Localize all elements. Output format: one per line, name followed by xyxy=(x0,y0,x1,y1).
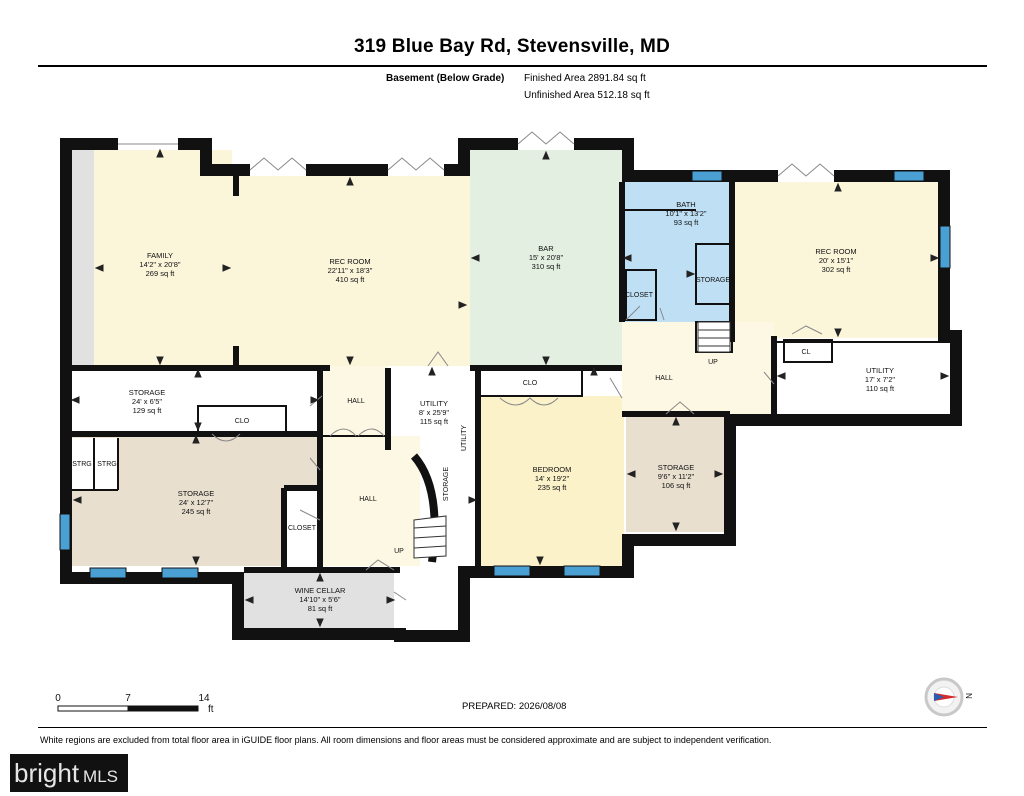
small-labels: CLOSET STORAGE CL UP HALL HALL CLO CLO S… xyxy=(72,277,810,555)
room-dims: 10'1" x 13'2" xyxy=(665,209,706,218)
clo-bedroom-fill xyxy=(478,368,582,396)
room-name: FAMILY xyxy=(147,251,173,260)
room-area: 129 sq ft xyxy=(133,406,163,415)
cl-label: CL xyxy=(802,349,811,356)
hall-1-fill xyxy=(320,366,388,436)
room-name: BEDROOM xyxy=(533,465,572,474)
room-area: 302 sq ft xyxy=(822,265,852,274)
room-area: 245 sq ft xyxy=(182,507,212,516)
closet-hall-fill xyxy=(286,488,320,566)
logo-suffix: MLS xyxy=(83,767,119,786)
disclaimer: White regions are excluded from total fl… xyxy=(40,735,772,745)
room-dims: 14'2" x 20'8" xyxy=(139,260,180,269)
room-area: 81 sq ft xyxy=(308,604,334,613)
hall-label: HALL xyxy=(347,398,365,405)
room-name: STORAGE xyxy=(129,388,166,397)
logo-text: bright xyxy=(14,758,80,788)
page-title: 319 Blue Bay Rd, Stevensville, MD xyxy=(354,36,670,57)
window xyxy=(939,225,951,269)
stairs xyxy=(413,321,731,559)
room-dims: 9'6" x 11'2" xyxy=(658,472,695,481)
room-dims: 8' x 25'9" xyxy=(419,408,449,417)
window xyxy=(161,567,199,579)
room-area: 269 sq ft xyxy=(146,269,176,278)
window xyxy=(893,170,925,182)
room-name: STORAGE xyxy=(658,463,695,472)
unfinished-area: Unfinished Area 512.18 sq ft xyxy=(524,90,650,101)
room-name: UTILITY xyxy=(420,399,448,408)
finished-area: Finished Area 2891.84 sq ft xyxy=(524,73,646,84)
window xyxy=(493,565,531,577)
room-area: 310 sq ft xyxy=(532,262,562,271)
storage-label: STORAGE xyxy=(696,277,730,284)
bar-fill xyxy=(470,150,622,366)
room-area: 110 sq ft xyxy=(866,384,895,393)
room-name: WINE CELLAR xyxy=(295,586,346,595)
room-name: REC ROOM xyxy=(815,247,856,256)
clo-label: CLO xyxy=(523,380,538,387)
room-area: 106 sq ft xyxy=(662,481,692,490)
hall-label: HALL xyxy=(359,496,377,503)
room-dims: 24' x 6'5" xyxy=(132,397,162,406)
room-labels: FAMILY 14'2" x 20'8" 269 sq ft REC ROOM … xyxy=(129,200,896,613)
level-label: Basement (Below Grade) xyxy=(386,73,505,84)
scale-tick: 7 xyxy=(125,693,131,704)
room-dims: 14'10" x 5'6" xyxy=(299,595,340,604)
family-ledge xyxy=(72,150,94,366)
room-name: BAR xyxy=(538,244,554,253)
dimension-arrows xyxy=(70,148,950,628)
up-label: UP xyxy=(708,359,718,366)
room-area: 235 sq ft xyxy=(538,483,568,492)
bedroom-fill xyxy=(478,396,624,566)
scale-tick: 0 xyxy=(55,693,61,704)
room-name: BATH xyxy=(676,200,695,209)
doors xyxy=(118,131,835,601)
room-dims: 20' x 15'1" xyxy=(819,256,854,265)
window xyxy=(691,170,723,182)
hall-label: HALL xyxy=(655,375,673,382)
room-name: REC ROOM xyxy=(329,257,370,266)
closet-label: CLOSET xyxy=(288,525,317,532)
scale-tick: 14 xyxy=(198,693,210,704)
footer-divider xyxy=(38,727,987,728)
compass-icon: N xyxy=(924,677,973,717)
room-area: 410 sq ft xyxy=(336,275,366,284)
storage-3-fill xyxy=(626,416,724,532)
room-dims: 14' x 19'2" xyxy=(535,474,570,483)
utility-vertical-label: UTILITY xyxy=(461,425,468,451)
rec-room-1-fill xyxy=(232,176,470,366)
bath-fill xyxy=(622,182,732,322)
room-dims: 22'11" x 18'3" xyxy=(328,266,373,275)
header-divider xyxy=(38,65,987,67)
room-area: 115 sq ft xyxy=(420,417,449,426)
strg-label: STRG xyxy=(97,461,116,468)
room-name: STORAGE xyxy=(178,489,215,498)
window xyxy=(89,567,127,579)
compass-north-label: N xyxy=(964,693,973,699)
room-dims: 17' x 7'2" xyxy=(865,375,895,384)
up-label: UP xyxy=(394,548,404,555)
scale-bar: 0 7 14 ft xyxy=(55,693,214,715)
room-name: UTILITY xyxy=(866,366,894,375)
closet-label: CLOSET xyxy=(625,292,654,299)
room-area: 93 sq ft xyxy=(674,218,700,227)
storage-curved-label: STORAGE xyxy=(443,467,450,501)
room-fills xyxy=(72,150,952,628)
strg-label: STRG xyxy=(72,461,91,468)
prepared-date: PREPARED: 2026/08/08 xyxy=(462,701,567,712)
windows xyxy=(59,170,951,579)
room-dims: 15' x 20'8" xyxy=(529,253,564,262)
window xyxy=(59,513,71,551)
scale-unit: ft xyxy=(208,704,214,715)
utility-2-fill xyxy=(776,342,952,412)
room-dims: 24' x 12'7" xyxy=(179,498,214,507)
window xyxy=(563,565,601,577)
rec-room-2-fill xyxy=(732,182,938,338)
family-fill xyxy=(72,150,232,366)
hall-3-fill xyxy=(320,436,420,566)
clo-label: CLO xyxy=(235,418,250,425)
